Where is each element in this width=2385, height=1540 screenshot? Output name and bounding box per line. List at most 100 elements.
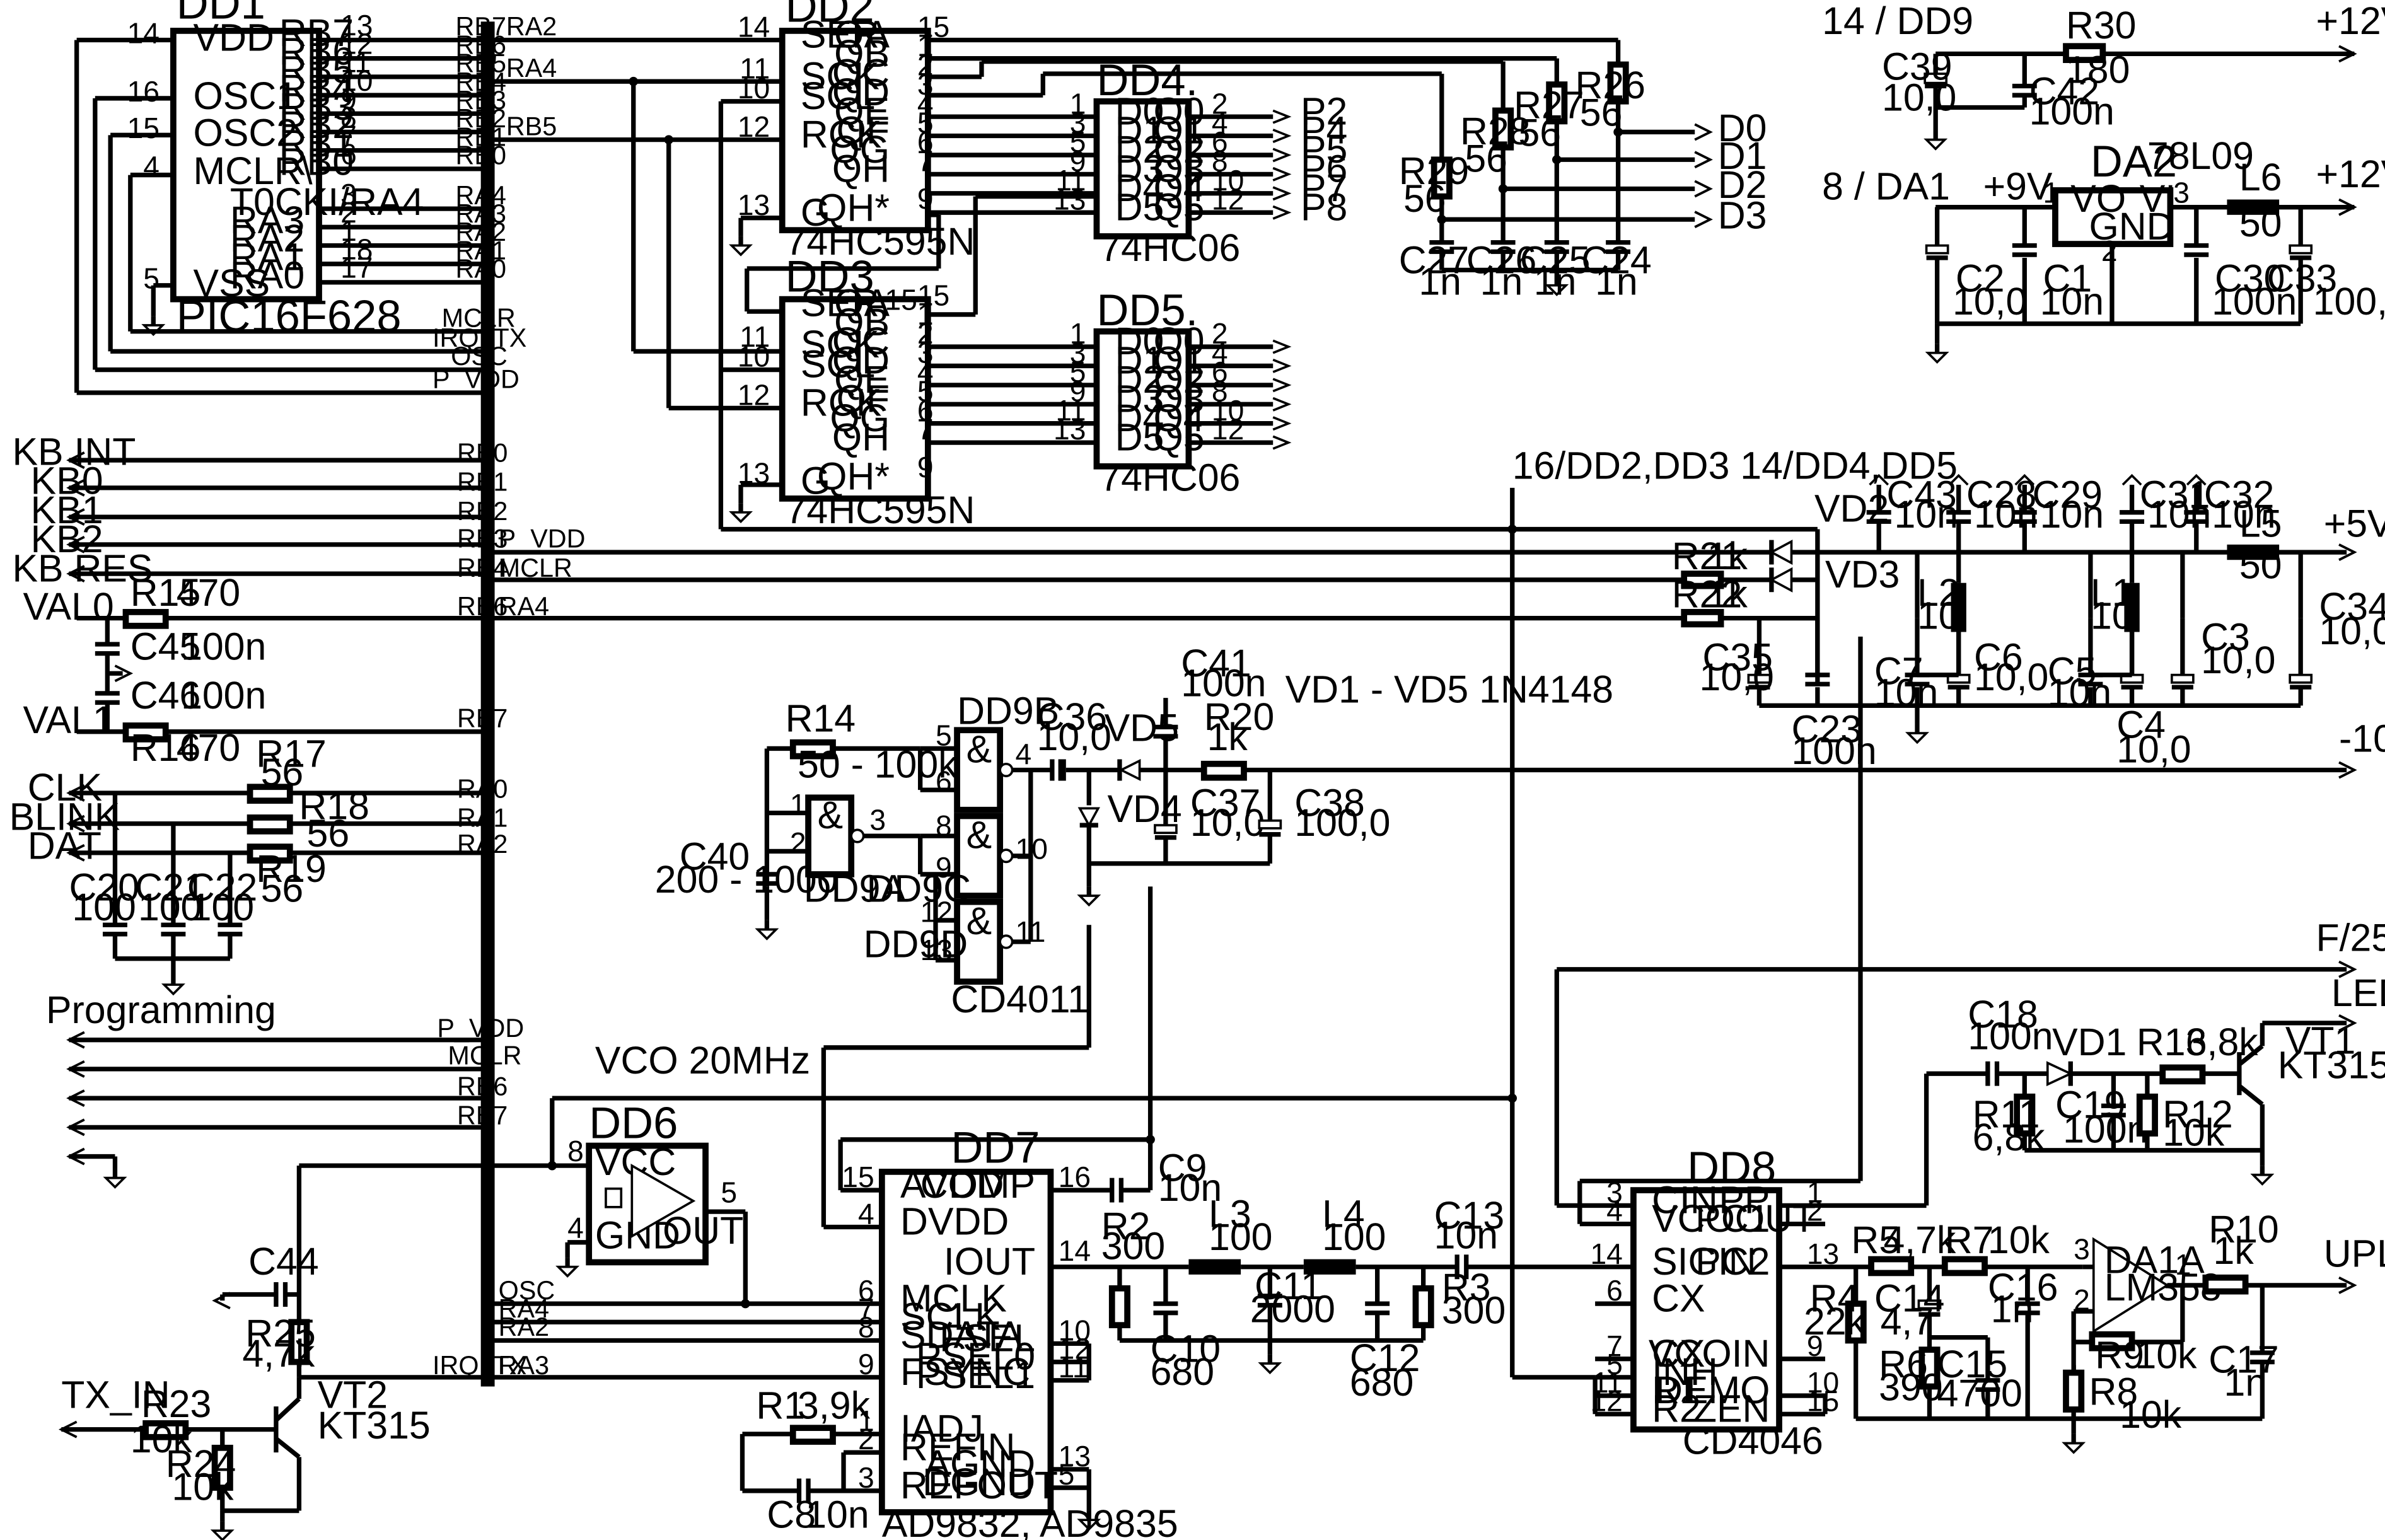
- dd1-pin-label-4: RB3: [279, 85, 354, 128]
- svg-text:C12: C12: [1350, 1336, 1420, 1379]
- dd1-pin-label-3: RB4: [279, 67, 354, 110]
- svg-text:R25: R25: [245, 1312, 316, 1355]
- svg-text:MCLR: MCLR: [442, 303, 516, 332]
- f5-capt-4: C32: [2204, 473, 2275, 516]
- dd7-rpin-label-1: IOUT: [944, 1240, 1035, 1283]
- svg-text:MCLR: MCLR: [448, 1041, 521, 1070]
- dd4-in-4: D4: [1115, 166, 1164, 209]
- f5-capt-val-2: 10n: [2040, 493, 2104, 536]
- svg-text:10n: 10n: [1158, 1166, 1222, 1209]
- dd4-in-2: D2: [1115, 128, 1164, 171]
- svg-text:RA2: RA2: [499, 1312, 549, 1341]
- svg-text:300: 300: [1101, 1225, 1165, 1268]
- dd2-lpin-label-3: RCK: [801, 113, 881, 156]
- dd4-out-0: Q0: [1153, 90, 1204, 132]
- dd7-lpin-label-0: AVDD: [900, 1163, 1004, 1206]
- svg-text:1: 1: [2043, 176, 2059, 209]
- dd2-rpin-label-0: QA: [834, 13, 890, 56]
- dd5-in-3: D3: [1115, 377, 1164, 420]
- svg-text:OUT: OUT: [663, 1209, 743, 1252]
- dd3-rpin-label-2: QC: [832, 320, 890, 362]
- svg-text:VD1 - VD5 1N4148: VD1 - VD5 1N4148: [1285, 668, 1613, 710]
- dd1-pin-11: 18: [340, 233, 373, 265]
- dd7-lpin-label-5: FSYNC: [900, 1350, 1030, 1393]
- dd1-pin-2: 11: [340, 46, 371, 79]
- lowpass-filter: 14 L3 100 L4 100 R2 300 C10 680 C11 2000…: [1050, 1192, 1634, 1404]
- dd3-rpin-label-8: QH*: [817, 454, 890, 497]
- f5-cap-val-1: 100n: [1792, 729, 1877, 772]
- dd1-pin-label-12: RA0: [230, 254, 305, 297]
- f5-cap-1: C23: [1792, 708, 1862, 751]
- dd1-pin-12: 17: [340, 252, 373, 284]
- svg-text:C17: C17: [2208, 1338, 2279, 1381]
- dd5-out-0: Q0: [1153, 320, 1204, 362]
- svg-text:+12V: +12V: [2316, 153, 2385, 195]
- svg-text:VAL0: VAL0: [23, 585, 113, 628]
- pwr-cap-val-3: 100,0: [2313, 280, 2385, 323]
- svg-text:8: 8: [567, 1135, 584, 1167]
- dd7-lpin-label-8: REFOUT: [900, 1464, 1058, 1507]
- svg-text:C21: C21: [135, 866, 206, 908]
- svg-text:10,0: 10,0: [1037, 715, 1111, 758]
- svg-text:74HC595N: 74HC595N: [786, 220, 975, 263]
- svg-text:R30: R30: [2066, 4, 2137, 47]
- dd2-rpin-label-3: QD: [832, 71, 890, 113]
- svg-text:3,9k: 3,9k: [798, 1384, 871, 1427]
- svg-text:&: &: [966, 900, 992, 942]
- svg-text:4: 4: [1016, 738, 1032, 770]
- svg-text:OSC: OSC: [499, 1276, 555, 1305]
- svg-text:DD9B: DD9B: [957, 690, 1059, 732]
- svg-text:C9: C9: [1158, 1146, 1207, 1189]
- svg-text:100: 100: [190, 886, 254, 929]
- f5-cap-val-7: 10,0: [2319, 610, 2385, 652]
- svg-text:MCLR\: MCLR\: [194, 149, 313, 192]
- svg-text:VT1: VT1: [2285, 1019, 2356, 1062]
- svg-text:DD2: DD2: [786, 0, 874, 31]
- svg-text:4,7k: 4,7k: [242, 1332, 315, 1375]
- pwr-cap-val-0: 10,0: [1953, 280, 2027, 323]
- dd5-in-1: D1: [1115, 339, 1164, 382]
- svg-text:RA3: RA3: [499, 1351, 549, 1380]
- svg-text:C10: C10: [1151, 1328, 1221, 1370]
- dd1-pin-label-7: RB0: [279, 141, 354, 183]
- dd4-in-5: D5: [1115, 185, 1164, 228]
- dd7-rpin-label-0: COMP: [920, 1163, 1035, 1206]
- dd4-output-1: P4: [1301, 109, 1347, 152]
- dd5-in-2: D2: [1115, 358, 1164, 401]
- svg-text:1: 1: [790, 788, 806, 821]
- dout-output-0: D0: [1718, 107, 1767, 149]
- f5-cap-val-6: 10,0: [2201, 639, 2275, 681]
- dout-cap-val-3: 1n: [1419, 260, 1461, 303]
- dout-res-val-0: 56: [1580, 91, 1623, 134]
- dd3-rpin-label-5: QF: [837, 377, 890, 420]
- svg-text:1k: 1k: [1707, 573, 1748, 616]
- svg-text:CLK: CLK: [28, 766, 102, 809]
- svg-text:BLINK: BLINK: [9, 795, 120, 838]
- dd8-rpin-label-2: PC2: [1695, 1240, 1770, 1283]
- dout-output-3: D3: [1718, 194, 1767, 237]
- svg-text:UPLL: UPLL: [2324, 1232, 2385, 1275]
- dd1-pin-label-6: RB1: [279, 122, 354, 165]
- dd2-rpin-label-1: QB: [834, 32, 890, 75]
- svg-text:C36: C36: [1037, 695, 1108, 738]
- svg-text:&: &: [966, 727, 992, 770]
- dout-res-1: R27: [1514, 84, 1584, 127]
- dout-res-2: R28: [1460, 110, 1531, 153]
- svg-text:300: 300: [1442, 1289, 1506, 1332]
- dd8-lpin-2: 14: [1590, 1237, 1622, 1270]
- svg-text:+5V: +5V: [2324, 502, 2385, 545]
- svg-text:100n: 100n: [1181, 662, 1266, 705]
- svg-text:DA2: DA2: [2091, 136, 2177, 186]
- dd2-rpin-label-4: QE: [834, 90, 890, 132]
- svg-text:1n: 1n: [1991, 1287, 2034, 1330]
- svg-text:3: 3: [2173, 176, 2190, 209]
- dd3-rpin-label-7: QH: [832, 415, 890, 458]
- dd2-rpin-label-7: QH: [832, 148, 890, 190]
- dd1-pin-label-2: RB5: [279, 49, 354, 91]
- dd8-rpin-label-4: DEMO: [1655, 1369, 1770, 1411]
- svg-text:DD5.: DD5.: [1096, 285, 1198, 335]
- dd2-rpin-label-5: QF: [837, 109, 890, 152]
